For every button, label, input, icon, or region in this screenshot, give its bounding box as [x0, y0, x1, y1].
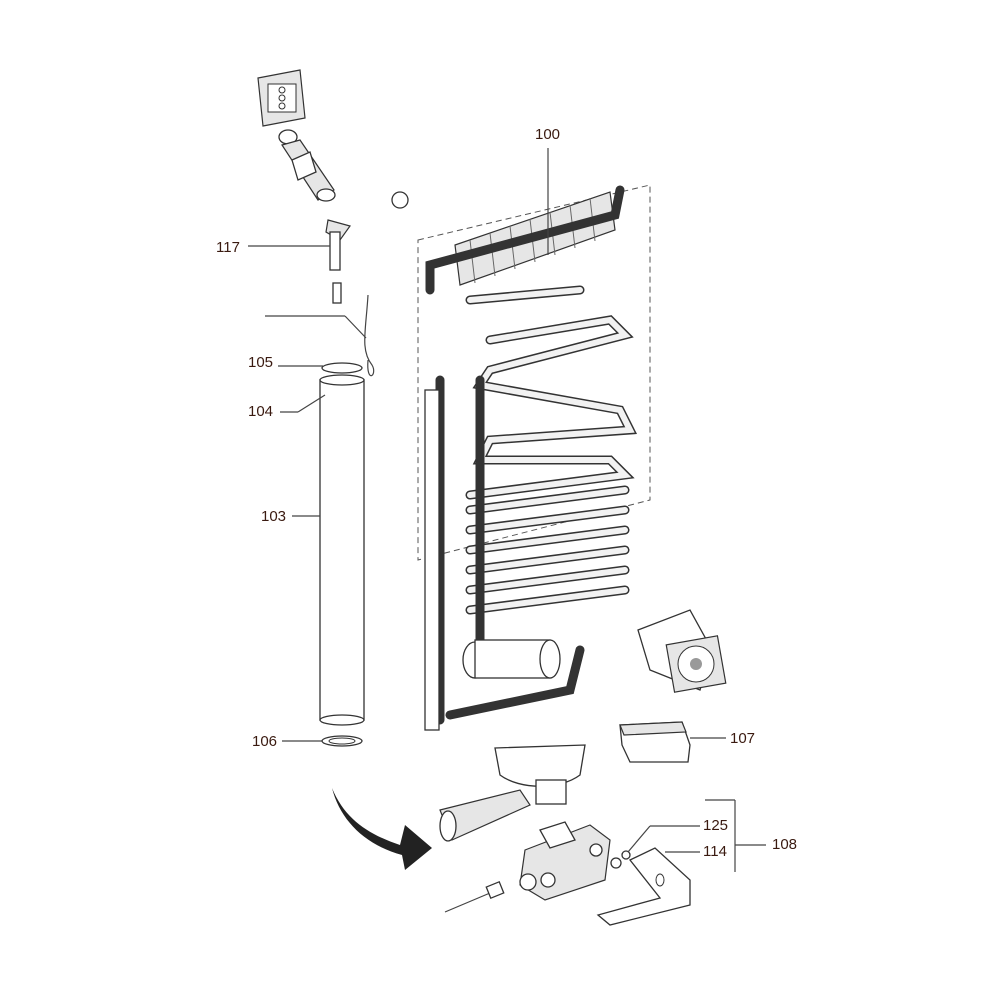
leader-lines — [248, 148, 766, 872]
burner-housing-part — [439, 744, 586, 842]
callout-106: 106 — [252, 733, 278, 750]
callout-105: 105 — [248, 354, 274, 371]
bracket-part — [596, 847, 691, 926]
direction-arrow-icon — [332, 788, 432, 870]
callout-114: 114 — [703, 843, 727, 860]
cover-box-part — [619, 721, 691, 763]
clip-part — [391, 191, 409, 209]
callout-117: 117 — [216, 239, 240, 256]
burner-jet-part — [444, 821, 631, 913]
callout-107: 107 — [730, 730, 756, 747]
burner-tube-part — [278, 129, 351, 304]
control-panel-part — [257, 69, 306, 127]
callout-100: 100 — [535, 126, 561, 143]
callout-125: 125 — [703, 817, 729, 834]
callout-103: 103 — [261, 508, 287, 525]
flue-tube-part — [319, 362, 365, 747]
fan-part — [637, 609, 727, 693]
callout-108: 108 — [772, 836, 798, 853]
thermocouple-wire — [364, 294, 375, 377]
cooling-unit-part — [417, 184, 651, 731]
callout-104: 104 — [248, 403, 274, 420]
